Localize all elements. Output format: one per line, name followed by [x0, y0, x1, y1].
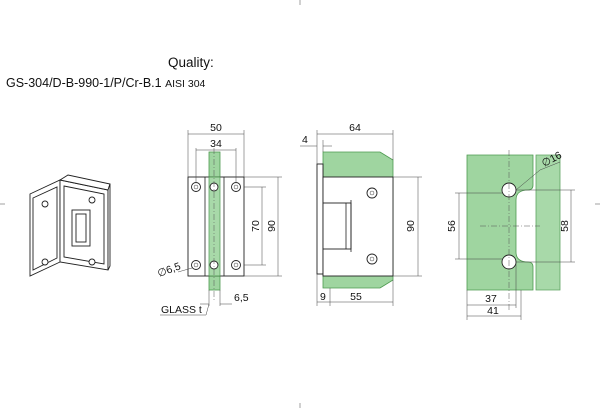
- dim-cutout-inner: 56: [446, 220, 458, 232]
- dim-cutout-outer: 58: [559, 220, 571, 232]
- hinge-front-view: 50 34 70 90 ∅6,5 6,5 GLASS t: [156, 122, 282, 316]
- dim-side-height: 90: [405, 220, 417, 232]
- dim-front-height: 90: [266, 220, 278, 232]
- dim-front-hole-diameter: ∅6,5: [156, 260, 183, 279]
- glass-cutout-view: ∅16 58 56 37 41: [446, 149, 575, 320]
- dim-front-hole-spacing: 70: [250, 220, 262, 232]
- dim-side-leaf: 55: [350, 291, 362, 303]
- dim-side-offset: 9: [320, 291, 326, 303]
- material-grade: AISI 304: [165, 78, 206, 90]
- dim-glass-thickness: 6,5: [234, 292, 249, 304]
- hinge-isometric-view: [29, 174, 111, 277]
- product-code: GS-304/D-B-990-1/P/Cr-B.1: [6, 76, 162, 90]
- dim-side-plate: 4: [302, 134, 308, 146]
- side-screw-holes: [366, 187, 378, 265]
- dim-cutout-edge-b: 41: [487, 305, 499, 317]
- dim-side-depth: 64: [349, 122, 361, 134]
- dim-cutout-edge-a: 37: [485, 293, 497, 305]
- glass-label: GLASS t: [161, 304, 202, 316]
- dim-front-width-overall: 50: [210, 122, 222, 134]
- hinge-side-view: 64 4 90 9 55: [300, 122, 422, 306]
- quality-label: Quality:: [168, 55, 214, 70]
- product-code-line: GS-304/D-B-990-1/P/Cr-B.1 AISI 304: [6, 76, 205, 90]
- dim-front-width-inner: 34: [210, 138, 222, 150]
